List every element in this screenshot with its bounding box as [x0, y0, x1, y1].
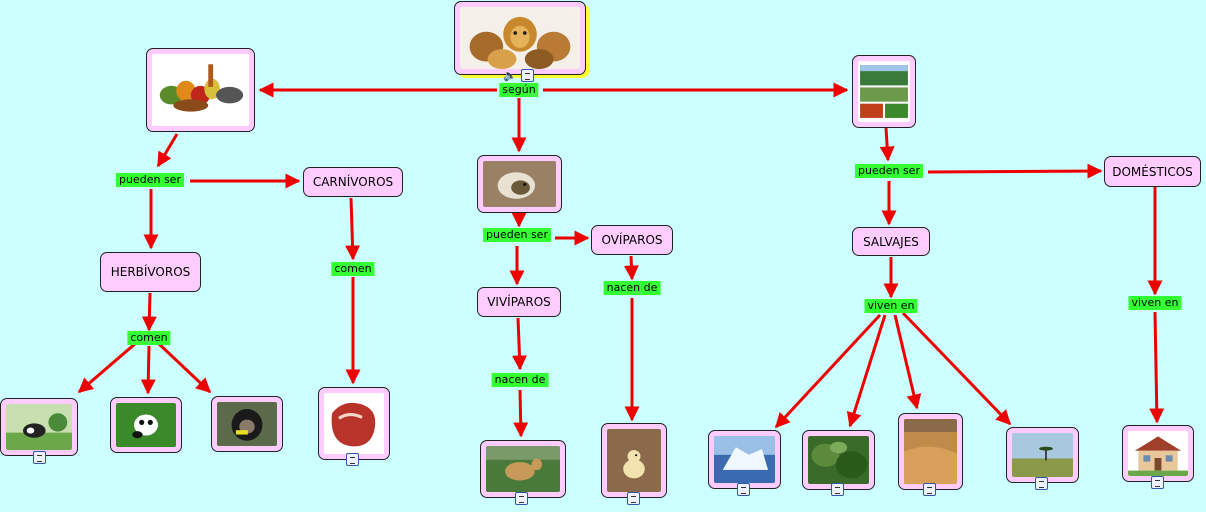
hatching-egg-image [483, 161, 556, 207]
chimpanzee-image [217, 402, 277, 446]
food-image [152, 54, 249, 126]
arrow-comen-chimp [156, 341, 212, 394]
animals-group-image [460, 7, 580, 69]
concept-label: HERBÍVOROS [110, 265, 191, 279]
resource-icon-cow[interactable] [33, 451, 46, 464]
desert-node[interactable] [898, 413, 963, 490]
arrow-viv-nacen [511, 317, 527, 371]
panda-image [116, 403, 176, 447]
arrow-food-pueden [156, 133, 179, 168]
house-image [1128, 431, 1188, 476]
polar-habitat-image [714, 436, 775, 483]
resource-icon-desert[interactable] [923, 483, 936, 496]
jungle-node[interactable] [802, 430, 875, 490]
landscape-image [858, 61, 910, 122]
savanna-habitat-image [1012, 433, 1073, 477]
link-pueden-ser-hab[interactable]: pueden ser [855, 164, 923, 178]
resource-icon-savanna[interactable] [1035, 477, 1048, 490]
desert-habitat-image [904, 419, 957, 484]
link-segun[interactable]: según [499, 83, 539, 97]
house-node[interactable] [1122, 425, 1194, 482]
resource-icon-jungle[interactable] [831, 483, 844, 496]
concept-label: VIVÍPAROS [487, 295, 551, 309]
arrow-viven-house [1149, 311, 1165, 424]
concept-label: CARNÍVOROS [312, 175, 394, 189]
arrow-viven-iceberg [774, 313, 882, 429]
concept-label: SALVAJES [863, 234, 919, 249]
concept-herbivoros[interactable]: HERBÍVOROS [100, 252, 201, 292]
concept-oviparos[interactable]: OVÍPAROS [591, 225, 673, 255]
arrow-comen-panda [140, 345, 156, 395]
food-node[interactable] [146, 48, 255, 132]
concept-viviparos[interactable]: VIVÍPAROS [477, 287, 561, 317]
resource-icon-root[interactable] [521, 69, 534, 82]
arrow-viven-jungle [846, 314, 887, 428]
arrow-viven-savanna [901, 311, 1012, 426]
newborn-animal-image [486, 446, 560, 492]
link-comen-herb[interactable]: comen [127, 331, 171, 345]
chimp-node[interactable] [211, 396, 283, 452]
link-viven-en-salv[interactable]: viven en [864, 299, 918, 313]
calf-node[interactable] [480, 440, 566, 498]
link-nacen-de-ovi[interactable]: nacen de [603, 281, 661, 295]
speaker-icon[interactable]: 🔈 [503, 69, 517, 82]
panda-node[interactable] [110, 397, 182, 453]
jungle-habitat-image [808, 436, 869, 484]
link-pueden-ser-food[interactable]: pueden ser [116, 173, 184, 187]
link-comen-carn[interactable]: comen [331, 262, 375, 276]
link-viven-en-dom[interactable]: viven en [1128, 296, 1182, 310]
resource-icon-house[interactable] [1151, 476, 1164, 489]
arrow-comen-cow [77, 341, 137, 394]
resource-icon-iceberg[interactable] [737, 483, 750, 496]
concept-salvajes[interactable]: SALVAJES [852, 227, 930, 256]
chick-image [607, 429, 661, 492]
savanna-node[interactable] [1006, 427, 1079, 483]
arrow-herb-comen [141, 292, 157, 332]
cow-node[interactable] [0, 398, 78, 456]
concept-label: DOMÉSTICOS [1112, 164, 1193, 179]
root-animals-node[interactable] [454, 1, 586, 75]
resource-icon-meat[interactable] [346, 453, 359, 466]
arrow-pueden-dom [927, 163, 1103, 179]
concept-label: OVÍPAROS [601, 233, 663, 247]
arrow-hab-pueden [879, 127, 895, 162]
concept-carnivoros[interactable]: CARNÍVOROS [303, 167, 403, 197]
arrow-ovi-nacen [623, 255, 639, 281]
concept-domesticos[interactable]: DOMÉSTICOS [1104, 156, 1201, 187]
chick-node[interactable] [601, 423, 667, 498]
meat-node[interactable] [318, 387, 390, 460]
iceberg-node[interactable] [708, 430, 781, 489]
cow-image [6, 404, 72, 450]
arrow-carn-comen [345, 197, 361, 261]
habitat-node[interactable] [852, 55, 916, 128]
meat-image [324, 393, 384, 454]
resource-icon-calf[interactable] [515, 492, 528, 505]
resource-icon-chick[interactable] [627, 492, 640, 505]
birth-node[interactable] [477, 155, 562, 213]
link-pueden-ser-birth[interactable]: pueden ser [483, 228, 551, 242]
arrow-viven-desert [893, 314, 922, 410]
link-nacen-de-viv[interactable]: nacen de [491, 373, 549, 387]
arrow-nacen-calf [513, 389, 529, 438]
